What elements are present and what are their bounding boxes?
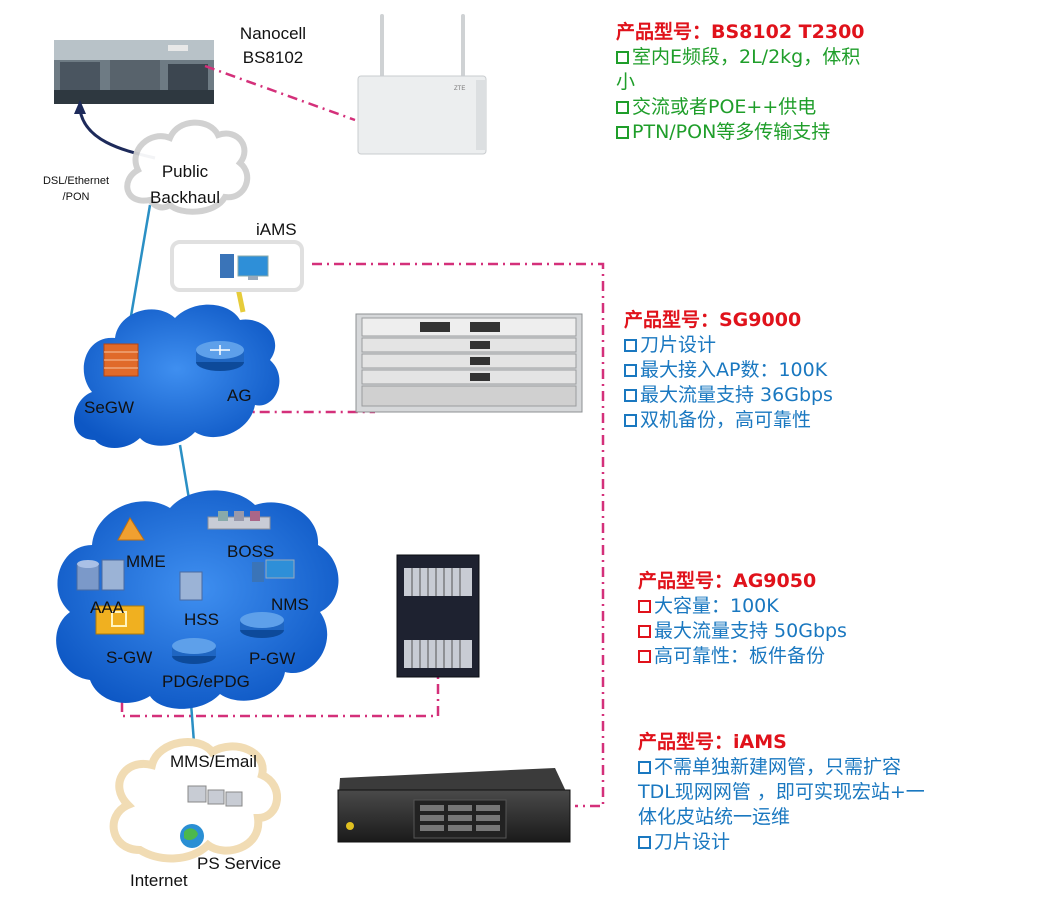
nms-label: NMS — [271, 595, 309, 614]
spec-bs8102: 产品型号：BS8102 T2300 室内E频段，2L/2kg，体积 小 交流或者… — [616, 20, 865, 145]
boss-label: BOSS — [227, 542, 275, 561]
svg-text:ZTE: ZTE — [454, 86, 465, 92]
spec-sg9000-item: 双机备份，高可靠性 — [624, 408, 833, 433]
aaa-label: AAA — [90, 598, 125, 617]
spec-sg9000-title: 产品型号：SG9000 — [624, 309, 802, 331]
segw-ag-cloud — [73, 304, 280, 448]
spec-ag9050: 产品型号：AG9050 大容量：100K 最大流量支持 50Gbps 高可靠性：… — [638, 569, 847, 669]
bullet-square-icon — [624, 414, 637, 427]
bullet-square-icon — [638, 836, 651, 849]
bullet-square-icon — [616, 51, 629, 64]
spec-sg9000-item: 最大接入AP数：100K — [624, 358, 833, 383]
spec-iams-title: 产品型号：iAMS — [638, 731, 787, 753]
spec-iams-item: 刀片设计 — [638, 830, 925, 855]
dsl-ethernet-label: DSL/Ethernet — [42, 175, 110, 187]
spec-iams-item-cont: 体化皮站统一运维 — [638, 806, 791, 828]
bullet-square-icon — [616, 101, 629, 114]
bullet-square-icon — [638, 761, 651, 774]
bullet-square-icon — [638, 600, 651, 613]
bs8102-label: BS8102 — [242, 48, 304, 67]
spec-ag9050-item: 高可靠性：板件备份 — [638, 644, 847, 669]
segw-label: SeGW — [84, 398, 135, 417]
spec-ag9050-item: 大容量：100K — [638, 594, 847, 619]
office-photo — [54, 40, 214, 104]
nanocell-device: ZTE — [357, 14, 487, 155]
ag-label: AG — [227, 386, 252, 405]
public-backhaul-label-1: Public — [161, 162, 209, 181]
public-backhaul-cloud — [124, 119, 251, 215]
sgw-label: S-GW — [106, 648, 153, 667]
iams-server — [337, 768, 571, 843]
iams-box — [170, 240, 304, 292]
spec-bs8102-item: 室内E频段，2L/2kg，体积 — [616, 45, 865, 70]
bullet-square-icon — [624, 339, 637, 352]
management-links — [120, 64, 605, 808]
spec-bs8102-item: PTN/PON等多传输支持 — [616, 120, 865, 145]
internet-cloud — [109, 738, 282, 863]
spec-ag9050-item: 最大流量支持 50Gbps — [638, 619, 847, 644]
pgw-label: P-GW — [249, 649, 296, 668]
spec-bs8102-title: 产品型号：BS8102 T2300 — [616, 21, 865, 43]
spec-bs8102-item-cont: 小 — [616, 71, 636, 93]
internet-label: Internet — [130, 871, 188, 890]
bullet-square-icon — [624, 364, 637, 377]
spec-bs8102-item: 交流或者POE++供电 — [616, 95, 865, 120]
spec-iams-item-cont: TDL现网网管 ，即可实现宏站+一 — [638, 781, 925, 803]
public-backhaul-label-2: Backhaul — [150, 188, 220, 207]
spec-iams-item: 不需单独新建网管，只需扩容 — [638, 755, 925, 780]
spec-sg9000-item: 刀片设计 — [624, 333, 833, 358]
pon-label: /PON — [62, 191, 90, 203]
iams-label: iAMS — [256, 220, 297, 239]
spec-sg9000-item: 最大流量支持 36Gbps — [624, 383, 833, 408]
bullet-square-icon — [616, 126, 629, 139]
nanocell-label: Nanocell — [239, 24, 307, 43]
sg9000-chassis — [355, 313, 583, 413]
spec-sg9000: 产品型号：SG9000 刀片设计 最大接入AP数：100K 最大流量支持 36G… — [624, 308, 833, 433]
spec-iams: 产品型号：iAMS 不需单独新建网管，只需扩容 TDL现网网管 ，即可实现宏站+… — [638, 730, 925, 855]
mms-email-label: MMS/Email — [170, 752, 257, 771]
core-network-cloud — [56, 490, 339, 709]
bullet-square-icon — [638, 650, 651, 663]
spec-ag9050-title: 产品型号：AG9050 — [638, 570, 817, 592]
hss-label: HSS — [184, 610, 219, 629]
ag9050-rack — [396, 554, 480, 678]
bullet-square-icon — [638, 625, 651, 638]
ps-service-label: PS Service — [197, 854, 282, 873]
pdg-label: PDG/ePDG — [162, 672, 250, 691]
bullet-square-icon — [624, 389, 637, 402]
mme-label: MME — [126, 552, 166, 571]
